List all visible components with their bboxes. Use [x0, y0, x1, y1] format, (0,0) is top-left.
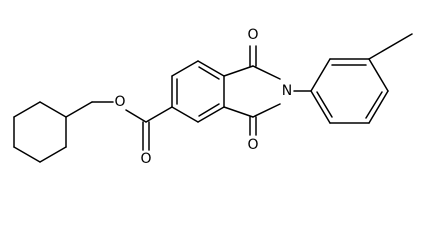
bond	[252, 103, 281, 118]
imide-ring	[223, 45, 281, 136]
bond	[368, 90, 389, 124]
bond	[368, 58, 389, 92]
bond	[197, 106, 225, 123]
bond	[252, 65, 281, 80]
bond	[368, 33, 413, 60]
bond	[13, 146, 41, 163]
bond	[365, 91, 383, 119]
bond	[316, 91, 333, 118]
bond	[39, 146, 67, 163]
bond	[310, 90, 331, 124]
ester-ether-oxygen-label: O	[114, 94, 125, 110]
bond	[310, 58, 331, 92]
bond	[223, 106, 254, 118]
imide-nitrogen-label: N	[282, 83, 292, 99]
bond	[171, 106, 199, 123]
bond	[171, 60, 199, 77]
bond	[65, 101, 93, 118]
upper-carbonyl-oxygen-label: O	[247, 27, 258, 43]
bond	[125, 109, 147, 123]
bond	[145, 106, 173, 123]
fused-benzene-ring	[171, 60, 225, 123]
atom-labels: O O N O O	[114, 27, 292, 167]
molecular-structure-diagram: O O N O O	[13, 27, 413, 167]
bond	[39, 101, 67, 118]
ester-linkage	[65, 101, 173, 151]
bond	[198, 66, 220, 80]
bond	[223, 65, 254, 77]
m-tolyl-ring	[293, 33, 413, 124]
bond	[198, 103, 220, 117]
bond	[13, 101, 41, 118]
ester-carbonyl-oxygen-label: O	[140, 151, 151, 167]
cyclohexyl-ring	[13, 101, 67, 163]
lower-carbonyl-oxygen-label: O	[247, 137, 258, 153]
bond	[197, 60, 225, 77]
